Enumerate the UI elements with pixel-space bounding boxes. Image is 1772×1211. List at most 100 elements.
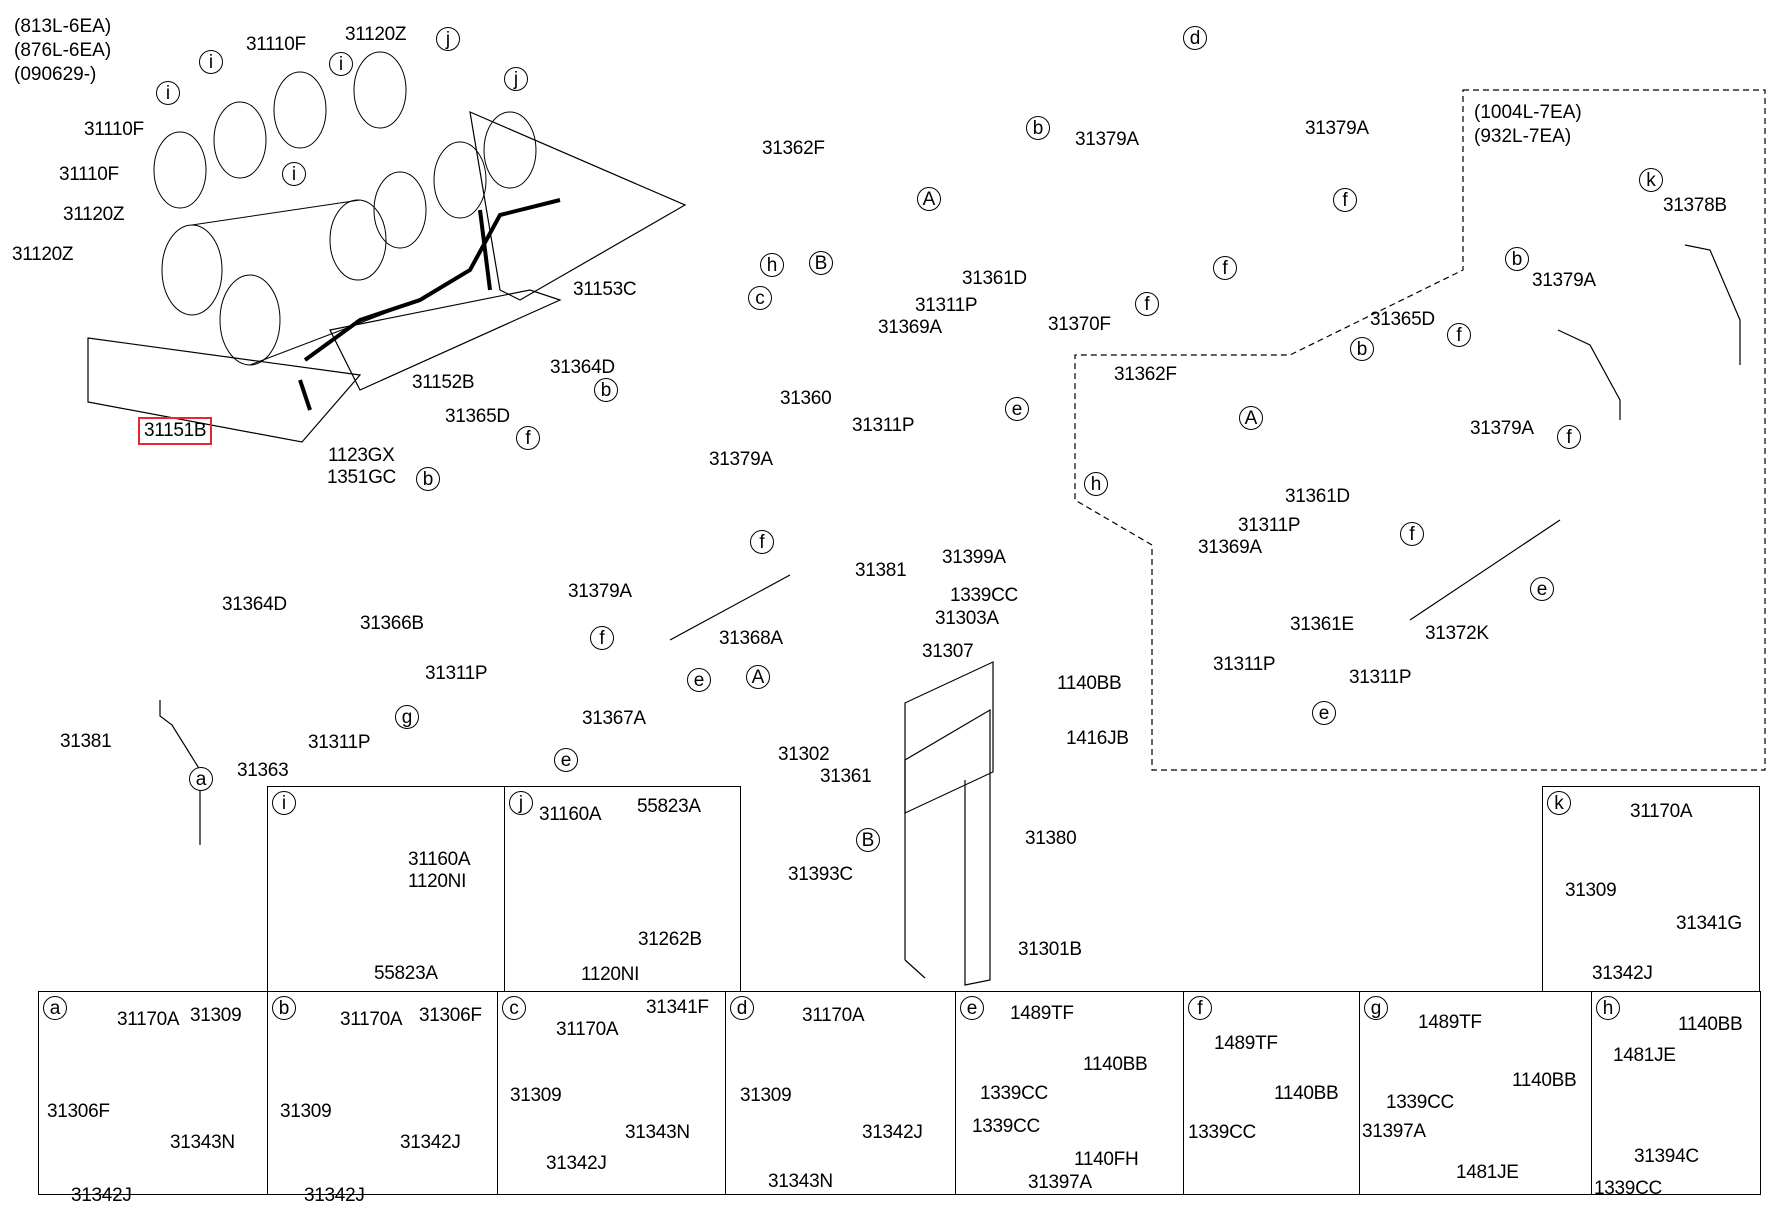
part-label-31381: 31381 (855, 560, 907, 581)
part-label-31110f: 31110F (59, 164, 119, 185)
part-label-31394c: 31394C (1634, 1146, 1699, 1167)
variant-label: (090629-) (14, 64, 97, 85)
callout-e: e (1005, 397, 1029, 421)
part-label-31311p: 31311P (1349, 667, 1412, 688)
part-label-31363: 31363 (237, 760, 289, 781)
part-label-31311p: 31311P (915, 295, 978, 316)
part-label-31303a: 31303A (935, 608, 999, 629)
detail-tag-a: a (43, 996, 67, 1020)
part-label-31379a: 31379A (1075, 129, 1139, 150)
part-label-31311p: 31311P (852, 415, 915, 436)
part-label-1140bb: 1140BB (1274, 1083, 1339, 1104)
part-label-31368a: 31368A (719, 628, 783, 649)
callout-f: f (1400, 522, 1424, 546)
part-label-1339cc: 1339CC (1386, 1092, 1454, 1113)
callout-f: f (1213, 256, 1237, 280)
detail-tag-e: e (960, 996, 984, 1020)
part-label-1489tf: 1489TF (1418, 1012, 1482, 1033)
part-label-31379a: 31379A (1532, 270, 1596, 291)
part-label-1481je: 1481JE (1456, 1162, 1519, 1183)
part-label-1416jb: 1416JB (1066, 728, 1129, 749)
callout-b: b (1350, 337, 1374, 361)
part-label-31309: 31309 (280, 1101, 332, 1122)
part-label-31170a: 31170A (802, 1005, 865, 1026)
callout-j: j (504, 67, 528, 91)
callout-b: b (1026, 116, 1050, 140)
part-label-31307: 31307 (922, 641, 974, 662)
floor-plate-31151b (87, 337, 362, 443)
variant-note-left: (813L-6EA) (876L-6EA) (090629-) (14, 15, 111, 87)
callout-e: e (1312, 701, 1336, 725)
part-label-31170a: 31170A (556, 1019, 619, 1040)
part-label-31393c: 31393C (788, 864, 853, 885)
part-label-31364d: 31364D (550, 357, 615, 378)
part-label-31379a: 31379A (709, 449, 773, 470)
part-label-1351gc: 1351GC (327, 467, 396, 488)
part-label-1123gx: 1123GX (328, 445, 395, 466)
part-label-31170a: 31170A (117, 1009, 180, 1030)
part-label-31342j: 31342J (1592, 963, 1653, 984)
callout-e: e (554, 748, 578, 772)
part-label-31342j: 31342J (304, 1185, 365, 1206)
detail-tag-f: f (1188, 996, 1212, 1020)
part-label-31151b[interactable]: 31151B (137, 417, 213, 445)
manifold-pipes (298, 198, 561, 411)
detail-tag-h: h (1596, 996, 1620, 1020)
part-label-31342j: 31342J (400, 1132, 461, 1153)
callout-i: i (329, 52, 353, 76)
part-label-31369a: 31369A (878, 317, 942, 338)
detail-tag-k: k (1547, 791, 1571, 815)
part-label-31343n: 31343N (170, 1132, 235, 1153)
pipe-31378b (1684, 244, 1741, 365)
part-label-31160a: 31160A (408, 849, 471, 870)
detail-tag-j: j (509, 791, 533, 815)
part-label-31397a: 31397A (1028, 1172, 1092, 1193)
callout-f: f (590, 626, 614, 650)
part-label-31311p: 31311P (1213, 654, 1276, 675)
callout-h: h (1084, 472, 1108, 496)
callout-f: f (1447, 323, 1471, 347)
pipe-31379a-right (1557, 329, 1621, 420)
callout-f: f (1557, 425, 1581, 449)
part-label-31309: 31309 (1565, 880, 1617, 901)
callout-k: k (1639, 168, 1663, 192)
part-label-31365d: 31365D (445, 406, 510, 427)
part-label-31370f: 31370F (1048, 314, 1111, 335)
part-label-1140bb: 1140BB (1057, 673, 1122, 694)
callout-B: B (856, 828, 880, 852)
callout-e: e (687, 668, 711, 692)
variant-boundary (1074, 89, 1766, 771)
part-label-31341g: 31341G (1676, 913, 1742, 934)
part-label-31379a: 31379A (568, 581, 632, 602)
detail-tag-b: b (272, 996, 296, 1020)
part-label-31366b: 31366B (360, 613, 424, 634)
part-label-31302: 31302 (778, 744, 830, 765)
part-label-31311p: 31311P (308, 732, 371, 753)
callout-f: f (516, 426, 540, 450)
part-label-1339cc: 1339CC (980, 1083, 1048, 1104)
part-label-31380: 31380 (1025, 828, 1077, 849)
part-label-55823a: 55823A (374, 963, 438, 984)
part-label-31378b: 31378B (1663, 195, 1727, 216)
callout-A: A (1239, 406, 1263, 430)
part-label-31361: 31361 (820, 766, 872, 787)
part-label-1140bb: 1140BB (1083, 1054, 1148, 1075)
part-label-1140bb: 1140BB (1678, 1014, 1743, 1035)
callout-g: g (395, 705, 419, 729)
part-label-31309: 31309 (740, 1085, 792, 1106)
pipe-31372k (1409, 519, 1561, 621)
part-label-31379a: 31379A (1470, 418, 1534, 439)
part-label-31110f: 31110F (84, 119, 144, 140)
part-label-31342j: 31342J (862, 1122, 923, 1143)
part-label-1481je: 1481JE (1613, 1045, 1676, 1066)
part-label-1339cc: 1339CC (1594, 1178, 1662, 1199)
part-label-31361e: 31361E (1290, 614, 1354, 635)
part-label-1489tf: 1489TF (1214, 1033, 1278, 1054)
callout-c: c (748, 286, 772, 310)
